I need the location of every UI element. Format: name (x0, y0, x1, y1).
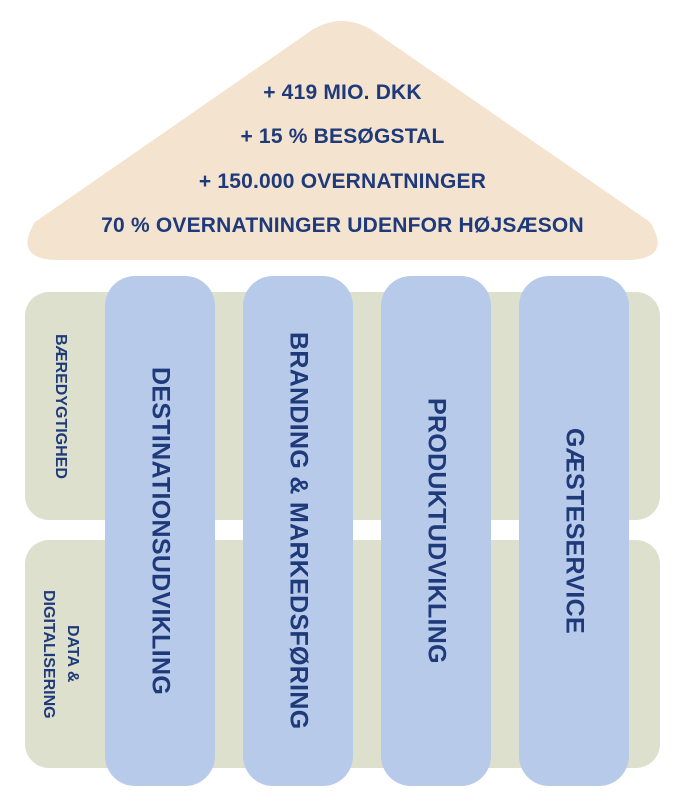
pillar-guest-service: GÆSTESERVICE (519, 276, 629, 786)
pillar-label: DESTINATIONSUDVIKLING (146, 366, 175, 696)
band-label-sustainability: BÆREDYGTIGHED (30, 300, 90, 512)
pillar-label: PRODUKTUDVIKLING (422, 398, 451, 664)
roof: + 419 MIO. DKK + 15 % BESØGSTAL + 150.00… (0, 0, 685, 270)
roof-line-visitors: + 15 % BESØGSTAL (240, 125, 445, 148)
roof-line-revenue: + 419 MIO. DKK (263, 81, 422, 104)
roof-line-offseason: 70 % OVERNATNINGER UDENFOR HØJSÆSON (101, 214, 584, 237)
band-label-data-digitalization-text: DATA & DIGITALISERING (40, 589, 81, 719)
roof-line-overnights: + 150.000 OVERNATNINGER (198, 170, 487, 193)
band-label-sustainability-text: BÆREDYGTIGHED (52, 333, 69, 479)
pillar-product-development: PRODUKTUDVIKLING (381, 276, 491, 786)
roof-shape (27, 21, 658, 260)
pillar-branding-marketing: BRANDING & MARKEDSFØRING (243, 276, 353, 786)
pillar-label: BRANDING & MARKEDSFØRING (284, 332, 313, 730)
band-label-data-digitalization: DATA & DIGITALISERING (30, 548, 90, 760)
pillar-label: GÆSTESERVICE (560, 428, 589, 634)
pillar-destination-development: DESTINATIONSUDVIKLING (105, 276, 215, 786)
